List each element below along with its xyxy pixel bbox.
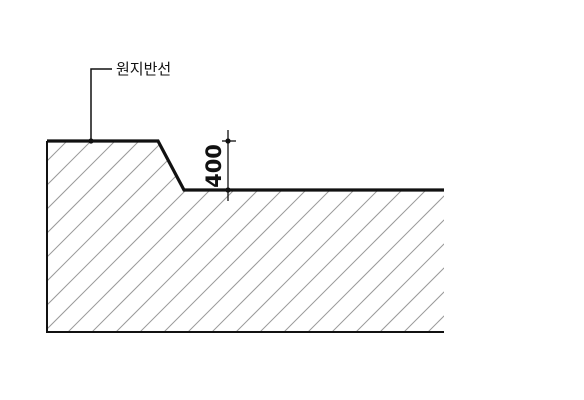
dimension-value: 400: [202, 144, 226, 188]
hatch-line: [375, 141, 444, 332]
leader-dot: [88, 138, 94, 144]
hatch-line: [47, 141, 253, 332]
dimension-dot-bottom: [225, 187, 231, 193]
leader-line: [90, 68, 112, 141]
hatch-line: [47, 141, 61, 332]
hatch-line: [568, 100, 584, 360]
hatch-line: [448, 100, 584, 360]
hatch-line: [207, 141, 444, 332]
hatch-line: [279, 141, 444, 332]
hatch-line: [47, 141, 205, 332]
hatch-line: [231, 141, 444, 332]
hatch-line: [47, 141, 157, 332]
hatch-line: [47, 141, 109, 332]
hatch-line: [544, 100, 584, 360]
hatch-line: [47, 141, 301, 332]
hatch-line: [135, 141, 397, 332]
hatch-line: [47, 141, 85, 332]
section-boundary: [46, 141, 444, 333]
hatch-line: [87, 141, 349, 332]
hatch-line: [303, 141, 444, 332]
ground-hatching: [47, 100, 584, 360]
hatch-line: [111, 141, 373, 332]
hatch-line: [351, 141, 444, 332]
hatch-line: [63, 141, 325, 332]
hatch-line: [255, 141, 444, 332]
hatch-line: [496, 100, 584, 360]
leader-label: 원지반선: [116, 60, 171, 78]
hatch-line: [47, 141, 277, 332]
hatch-line: [423, 141, 444, 332]
hatch-line: [472, 100, 584, 360]
hatch-line: [183, 141, 444, 332]
hatch-line: [520, 100, 584, 360]
dimension-dot-top: [225, 138, 231, 144]
hatch-line: [159, 141, 421, 332]
hatch-line: [399, 141, 444, 332]
hatch-line: [327, 141, 444, 332]
hatch-line: [47, 141, 133, 332]
original-ground-line: [47, 139, 444, 192]
hatch-line: [47, 141, 181, 332]
